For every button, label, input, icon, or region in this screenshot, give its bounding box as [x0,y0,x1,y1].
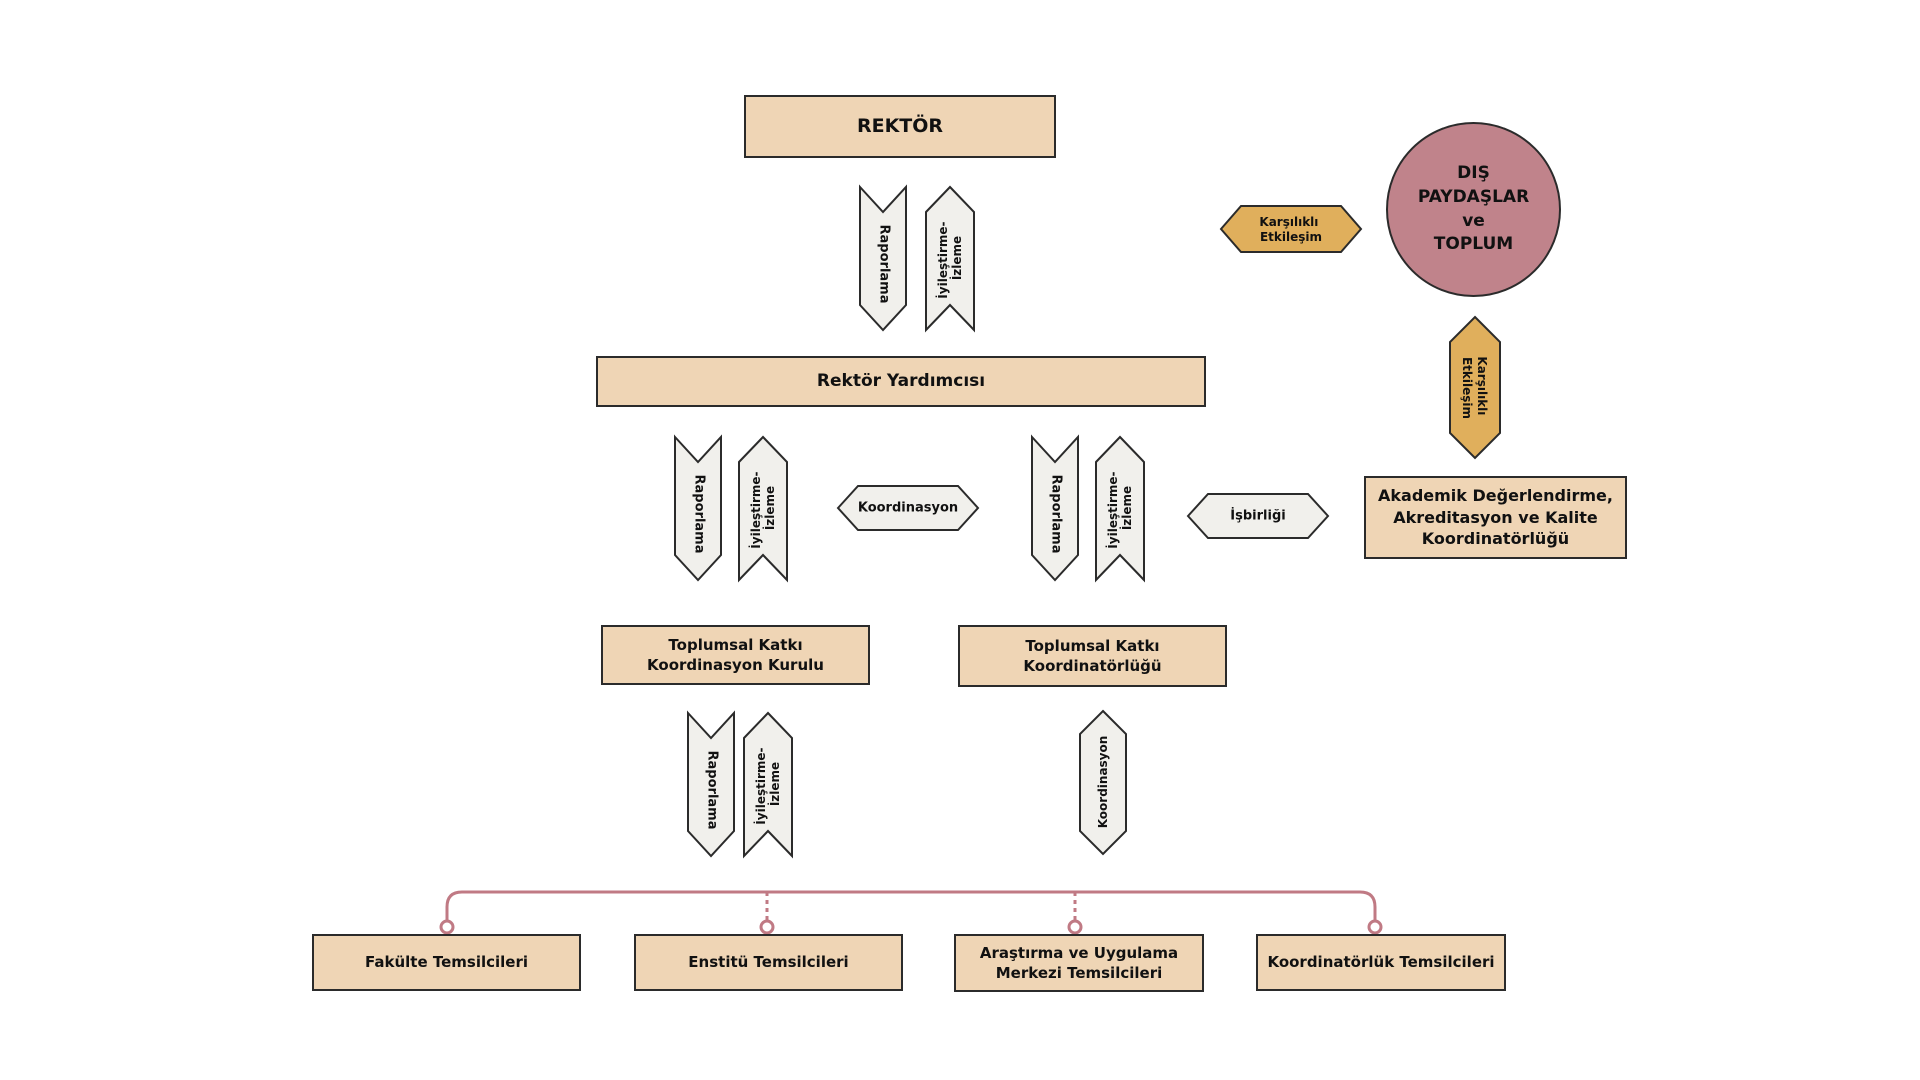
iyilestirme-line-1: İyileştirme- [748,471,763,548]
karsilikli-line-1: Karşılıklı [1475,356,1489,415]
kurul-line-1: Toplumsal Katkı [668,635,803,654]
koordinasyon-connector: Koordinasyon [836,485,980,531]
koordinasyon-label: Koordinasyon [858,501,958,516]
raporlama-label: Raporlama [705,751,720,830]
kurul-line-2: Koordinasyon Kurulu [647,656,824,674]
raporlama-arrow-rektor: Raporlama [859,184,907,332]
karsilikli-line-2: Etkileşim [1260,230,1322,244]
iyilestirme-label: İyileştirme- İzleme [935,217,964,298]
iyilestirme-arrow-kurul: İyileştirme- İzleme [738,435,788,583]
koordinasyon-kurulu-box: Toplumsal Katkı Koordinasyon Kurulu [601,625,870,685]
iyilestirme-line-2: İzleme [1119,486,1134,530]
kurul-label: Toplumsal Katkı Koordinasyon Kurulu [647,635,824,676]
enstitu-temsilcileri-box: Enstitü Temsilcileri [634,934,903,991]
iyilestirme-line-1: İyileştirme- [1105,471,1120,548]
koordinatorlugu-line-2: Koordinatörlüğü [1023,657,1162,675]
isbirligi-connector: İşbirliği [1186,493,1330,539]
koordinatorlugu-label: Toplumsal Katkı Koordinatörlüğü [1023,636,1161,677]
iyilestirme-line-1: İyileştirme- [753,747,768,824]
iyilestirme-label: İyileştirme- İzleme [748,467,777,548]
koordinatorluk-temsilcileri-box: Koordinatörlük Temsilcileri [1256,934,1506,991]
iyilestirme-arrow-rektor: İyileştirme- İzleme [925,185,975,333]
koordinasyon-vertical-connector: Koordinasyon [1079,709,1127,856]
karsilikli-etkilesim-horizontal: Karşılıklı Etkileşim [1219,205,1363,253]
iyilestirme-line-2: İzleme [767,762,782,806]
raporlama-arrow-kurul: Raporlama [674,434,722,582]
raporlama-arrow-bottom: Raporlama [687,710,735,858]
karsilikli-label: Karşılıklı Etkileşim [1259,215,1322,244]
iyilestirme-line-2: İzleme [949,236,964,280]
karsilikli-etkilesim-vertical: Karşılıklı Etkileşim [1449,315,1501,460]
arastirma-label: Araştırma ve Uygulama Merkezi Temsilcile… [980,943,1178,984]
dis-paydaslar-line-2: PAYDAŞLAR [1417,186,1530,207]
iyilestirme-label: İyileştirme- İzleme [753,743,782,824]
raporlama-label: Raporlama [1049,475,1064,554]
dis-paydaslar-line-4: TOPLUM [1433,234,1514,255]
arastirma-line-2: Merkezi Temsilcileri [995,964,1163,982]
karsilikli-line-2: Etkileşim [1460,357,1474,419]
rektor-yardimcisi-box: Rektör Yardımcısı [596,356,1206,407]
koordinatorluk-label: Koordinatörlük Temsilcileri [1267,953,1495,972]
karsilikli-label: Karşılıklı Etkileşim [1460,356,1489,419]
raporlama-label: Raporlama [877,225,892,304]
akademik-label: Akademik Değerlendirme, Akreditasyon ve … [1378,485,1613,550]
arastirma-merkezi-box: Araştırma ve Uygulama Merkezi Temsilcile… [954,934,1204,992]
akademik-line-3: Koordinatörlüğü [1421,529,1570,549]
enstitu-label: Enstitü Temsilcileri [688,953,849,972]
dis-paydaslar-line-3: ve [1462,210,1485,231]
arastirma-line-1: Araştırma ve Uygulama [979,943,1179,962]
iyilestirme-arrow-koordinatorlugu: İyileştirme- İzleme [1095,435,1145,583]
raporlama-arrow-koordinatorlugu: Raporlama [1031,434,1079,582]
toplumsal-katki-koordinatorlugu-box: Toplumsal Katkı Koordinatörlüğü [958,625,1227,687]
koordinatorlugu-line-1: Toplumsal Katkı [1025,636,1160,655]
rektor-box: REKTÖR [744,95,1056,158]
dis-paydaslar-label: DIŞ PAYDAŞLAR ve TOPLUM [1418,162,1529,257]
karsilikli-line-1: Karşılıklı [1259,215,1318,229]
iyilestirme-line-2: İzleme [762,486,777,530]
iyilestirme-arrow-bottom: İyileştirme- İzleme [743,711,793,859]
dis-paydaslar-line-1: DIŞ [1457,162,1490,183]
akademik-degerlendirme-box: Akademik Değerlendirme, Akreditasyon ve … [1364,476,1627,559]
iyilestirme-line-1: İyileştirme- [935,221,950,298]
koordinasyon-label: Koordinasyon [1096,736,1110,829]
fakulte-temsilcileri-box: Fakülte Temsilcileri [312,934,581,991]
isbirligi-label: İşbirliği [1230,508,1285,524]
rektor-label: REKTÖR [856,114,944,137]
representatives-connector [439,890,1383,935]
raporlama-label: Raporlama [692,475,707,554]
dis-paydaslar-circle: DIŞ PAYDAŞLAR ve TOPLUM [1386,122,1561,297]
fakulte-label: Fakülte Temsilcileri [365,953,528,972]
akademik-line-1: Akademik Değerlendirme, [1378,486,1613,506]
rektor-yardimcisi-label: Rektör Yardımcısı [816,371,986,392]
iyilestirme-label: İyileştirme- İzleme [1105,467,1134,548]
akademik-line-2: Akreditasyon ve Kalite [1393,507,1598,527]
